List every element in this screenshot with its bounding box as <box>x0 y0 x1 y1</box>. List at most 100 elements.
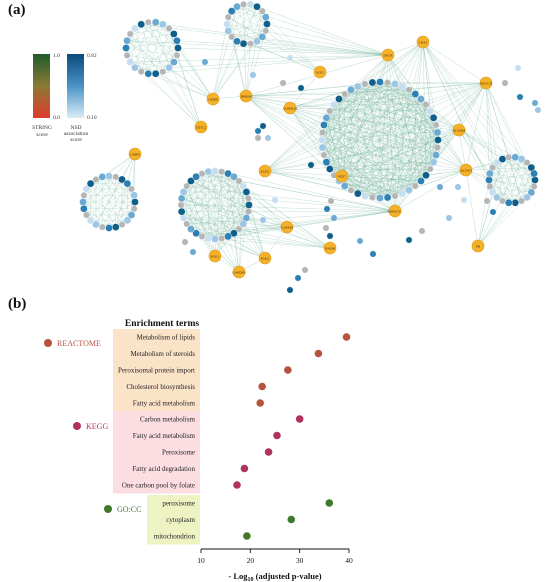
legend: 1.0 0.0 STRING score 0.82 0.10 NSD assoc… <box>32 53 97 143</box>
cluster-edge <box>82 179 123 203</box>
cluster-edge <box>126 40 163 72</box>
cluster-edge <box>372 86 403 198</box>
cluster-edge <box>364 124 437 197</box>
cluster-edge <box>492 192 528 198</box>
hub-edge <box>226 23 389 56</box>
gene-node <box>177 201 185 209</box>
hub-edge <box>256 6 389 56</box>
cluster-edge <box>496 167 532 198</box>
term-label: Metabolism of lipids <box>137 334 196 342</box>
gene-node <box>361 192 369 200</box>
hub-edge <box>458 129 509 203</box>
hub-edge <box>212 6 258 100</box>
hub-edge <box>422 41 437 156</box>
data-point <box>295 415 304 423</box>
gene-node <box>187 177 195 185</box>
gene-node <box>179 188 188 196</box>
hub-edge <box>372 82 487 198</box>
gene-node <box>183 220 191 228</box>
hub-edge <box>245 95 431 170</box>
cluster-edge <box>83 183 128 209</box>
gene-node <box>486 183 494 190</box>
cluster-edge <box>115 195 135 228</box>
satellite-node <box>201 58 209 66</box>
satellite-node <box>460 196 468 204</box>
hub-edge <box>387 41 424 198</box>
gene-node <box>258 33 267 41</box>
gene-node <box>322 114 331 122</box>
gene-node <box>224 27 233 35</box>
hub-edge <box>341 86 403 177</box>
hub-edge <box>289 104 334 109</box>
hub-edge <box>379 54 389 199</box>
hub-edge <box>214 170 266 259</box>
hub-edge <box>148 54 389 74</box>
satellite-node <box>259 122 267 130</box>
cluster-edge <box>357 86 427 105</box>
satellite-node <box>286 54 294 62</box>
cluster-edge <box>489 158 522 187</box>
hub-edge <box>485 82 528 163</box>
hub-edge <box>289 107 366 197</box>
gene-node <box>122 44 130 52</box>
cluster-edge <box>326 93 345 163</box>
gene-node <box>434 144 441 151</box>
gene-node <box>262 27 270 35</box>
data-point <box>233 481 241 489</box>
string-top-tick: 1.0 <box>53 53 60 59</box>
hub-edge <box>289 93 416 109</box>
hub-node <box>416 35 430 49</box>
group-bands <box>113 329 200 545</box>
hub-edge <box>246 217 288 228</box>
cluster-edge <box>90 195 135 221</box>
group-legend-label: KEGG <box>86 422 108 431</box>
hub-label: GMPS <box>130 153 139 157</box>
data-point <box>342 333 351 341</box>
hub-edge <box>289 107 438 133</box>
hub-edge <box>422 41 427 176</box>
hub-edge <box>477 197 528 247</box>
gene-node <box>434 136 442 144</box>
gene-node <box>218 234 226 242</box>
gene-node <box>398 189 406 198</box>
hub-edge <box>458 129 535 174</box>
gene-node <box>411 90 420 98</box>
hub-edge <box>245 95 438 148</box>
cluster-edge <box>181 185 244 212</box>
hub-edge <box>162 24 389 56</box>
hub-label: PGK1 <box>211 255 220 259</box>
hub-edge <box>458 129 522 160</box>
hub-edge <box>326 117 343 177</box>
nsd-title-3: score <box>70 137 82 143</box>
gene-node <box>523 159 531 167</box>
hub-edge <box>228 17 321 73</box>
cluster-edge <box>496 157 509 198</box>
hub-edge <box>264 86 403 172</box>
cluster-edge <box>231 17 266 37</box>
cluster-edge <box>227 191 247 237</box>
hub-label: MLYCD <box>480 82 492 86</box>
satellite-node <box>264 134 272 142</box>
panel-a-label: (a) <box>8 2 26 18</box>
gene-node <box>179 214 188 222</box>
data-point <box>314 349 323 358</box>
hub-link <box>289 71 321 109</box>
hub-edge <box>214 180 240 257</box>
cluster-edge <box>228 6 238 31</box>
cluster-edge <box>127 33 174 41</box>
gene-node <box>130 205 138 213</box>
hub-edge <box>379 129 460 199</box>
cluster-edge <box>130 24 142 63</box>
cluster-edge <box>415 117 434 187</box>
term-label: One carbon pool by folate <box>122 482 195 490</box>
gene-node <box>486 169 494 178</box>
gene-node <box>354 82 362 91</box>
gene-node <box>183 182 191 190</box>
gene-node <box>82 185 91 193</box>
hub-edge <box>264 162 327 172</box>
hub-link <box>465 169 479 247</box>
hub-edge <box>214 238 240 273</box>
gene-node <box>242 214 251 222</box>
gene-node <box>159 20 167 29</box>
hub-edge <box>289 107 410 191</box>
